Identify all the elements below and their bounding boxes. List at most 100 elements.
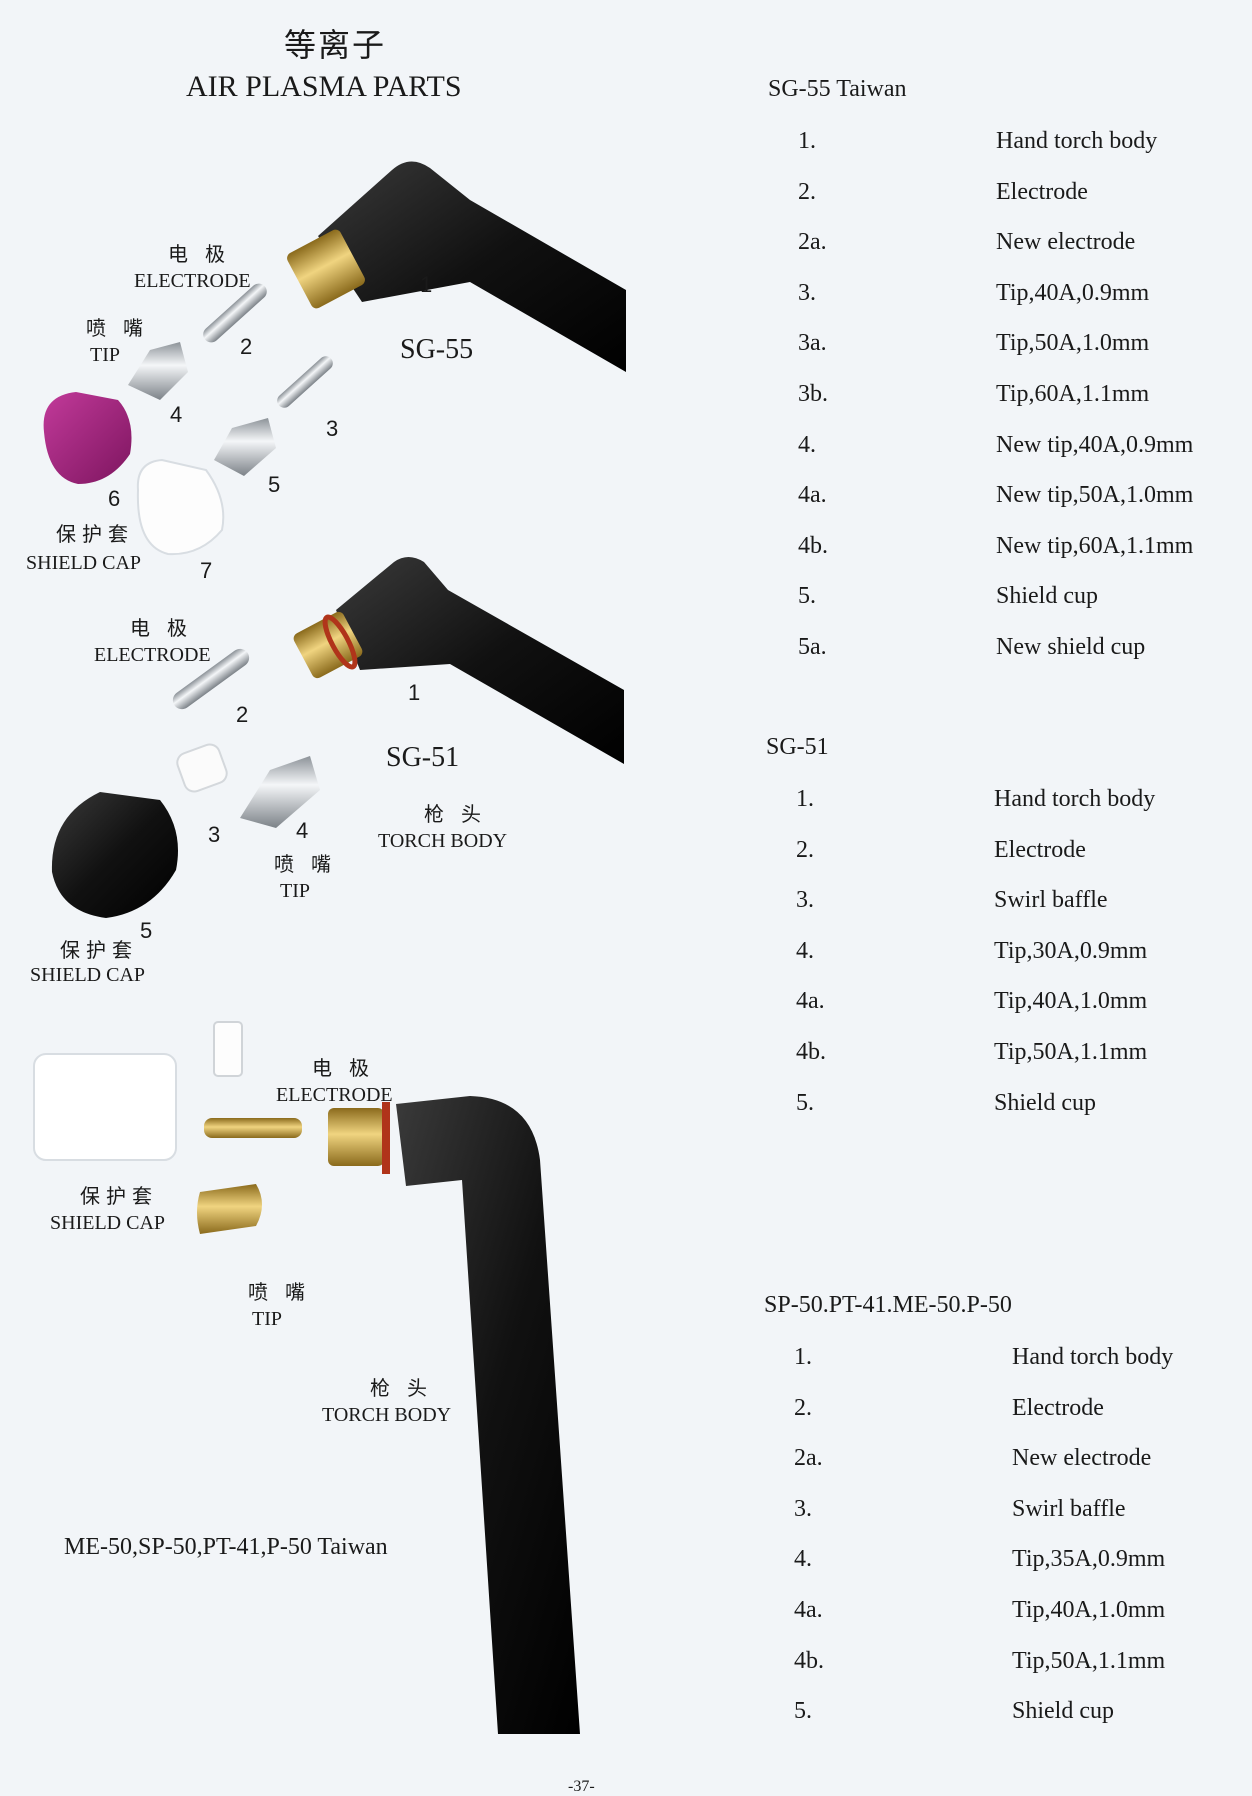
p50-electrode-label: ELECTRODE [276,1084,393,1106]
sg55-electrode-label-cn: 电 极 [168,244,231,266]
callout-number: 3 [208,822,221,847]
item-number: 4. [798,431,816,458]
p50-torch-label: TORCH BODY [322,1404,452,1426]
sg51-swirl-baffle [176,743,228,793]
item-description: Shield cup [1012,1698,1114,1725]
item-number: 4a. [796,988,825,1015]
item-description: Swirl baffle [994,887,1108,914]
sg55-electrode-label: ELECTRODE [134,270,251,292]
callout-number: 6 [108,486,121,511]
item-number: 2a. [794,1445,823,1472]
item-number: 5. [796,1089,814,1116]
p50-electrode-part [204,1118,302,1138]
page-title: AIR PLASMA PARTS [186,70,462,103]
item-description: New shield cup [996,634,1146,660]
item-description: Electrode [996,178,1088,205]
item-number: 1. [796,786,814,812]
item-number: 2. [798,178,816,205]
item-description: New electrode [996,229,1136,256]
item-number: 5. [798,583,816,610]
item-description: Shield cup [994,1089,1096,1116]
p50-swirl-baffle [213,1021,243,1077]
sg55-tip-label: TIP [90,344,120,366]
page-number: -37- [568,1778,595,1795]
sg55-magenta-shield [43,392,132,484]
item-description: New electrode [1012,1445,1152,1472]
sg51-electrode-label: ELECTRODE [94,644,211,666]
item-description: Hand torch body [994,786,1156,812]
item-number: 3. [796,887,814,914]
callout-number: 3 [326,416,339,441]
item-number: 2. [794,1394,812,1421]
section-heading-sg55: SG-55 Taiwan [768,76,907,102]
callout-number: 4 [296,818,309,843]
item-description: New tip,60A,1.1mm [996,532,1194,559]
item-description: Tip,40A,1.0mm [994,988,1148,1015]
callout-number: 2 [240,334,253,359]
p50-tip-label-cn: 喷 嘴 [248,1282,311,1304]
item-number: 5a. [798,634,827,660]
item-number: 3. [798,279,816,306]
item-number: 2. [796,836,814,863]
p50-tip-part [197,1184,262,1234]
sg51-electrode-part [172,648,250,710]
item-description: Tip,30A,0.9mm [994,937,1148,964]
sg55-shield-label: SHIELD CAP [26,552,142,574]
item-number: 4b. [798,532,828,559]
sg55-model-label: SG-55 [400,334,474,365]
sg51-torch-label-cn: 枪 头 [424,804,487,826]
item-number: 5. [794,1698,812,1725]
p50-shield-label-cn: 保护套 [80,1186,158,1208]
sg55-electrode-part-3 [277,356,333,408]
section-heading-sg51: SG-51 [766,734,829,760]
callout-number: 2 [236,702,249,727]
callout-number: 7 [200,558,213,583]
sg51-tip-label: TIP [280,880,310,902]
item-number: 4a. [794,1597,823,1623]
sg51-torch-body [293,557,624,764]
sg51-shield-label: SHIELD CAP [30,964,146,986]
item-description: Tip,40A,1.0mm [1012,1597,1166,1623]
item-number: 3a. [798,330,827,357]
sg51-tip-part [240,756,320,828]
section-heading-p50: SP-50.PT-41.ME-50.P-50 [764,1292,1012,1318]
p50-white-shield [33,1053,177,1161]
item-number: 3b. [798,381,828,407]
sg55-tip-part-5 [214,418,276,476]
p50-caption: ME-50,SP-50,PT-41,P-50 Taiwan [64,1534,388,1560]
sg51-shield-label-cn: 保护套 [60,940,138,962]
item-description: Hand torch body [1012,1344,1174,1370]
p50-shield-label: SHIELD CAP [50,1212,166,1234]
item-number: 1. [794,1344,812,1370]
item-number: 1. [798,128,816,154]
item-number: 4a. [798,482,827,509]
item-description: Electrode [994,836,1086,863]
item-number: 4b. [796,1039,826,1065]
item-description: Tip,50A,1.1mm [994,1039,1148,1065]
p50-tip-label: TIP [252,1308,282,1330]
item-number: 2a. [798,229,827,256]
item-number: 4. [796,937,814,964]
sg51-torch-label: TORCH BODY [378,830,508,852]
sg51-black-shield [51,792,178,918]
item-description: Electrode [1012,1394,1104,1421]
sg55-tip-part [128,342,188,400]
item-description: Tip,40A,0.9mm [996,279,1150,306]
item-number: 3. [794,1495,812,1522]
sg51-tip-label-cn: 喷 嘴 [274,854,337,876]
callout-number: 4 [170,402,183,427]
callout-number: 5 [140,918,153,943]
sg51-model-label: SG-51 [386,742,460,773]
sg55-shield-label-cn: 保护套 [56,524,134,546]
item-description: Tip,50A,1.1mm [1012,1647,1166,1674]
item-description: Swirl baffle [1012,1495,1126,1522]
item-description: New tip,40A,0.9mm [996,431,1194,458]
p50-torch-label-cn: 枪 头 [370,1378,433,1400]
sg55-electrode-part [203,283,267,343]
sg51-electrode-label-cn: 电 极 [130,618,193,640]
p50-torch-body [328,1096,580,1734]
callout-number: 1 [420,272,433,297]
sg55-torch-body [287,161,626,372]
item-description: Tip,60A,1.1mm [996,381,1150,407]
